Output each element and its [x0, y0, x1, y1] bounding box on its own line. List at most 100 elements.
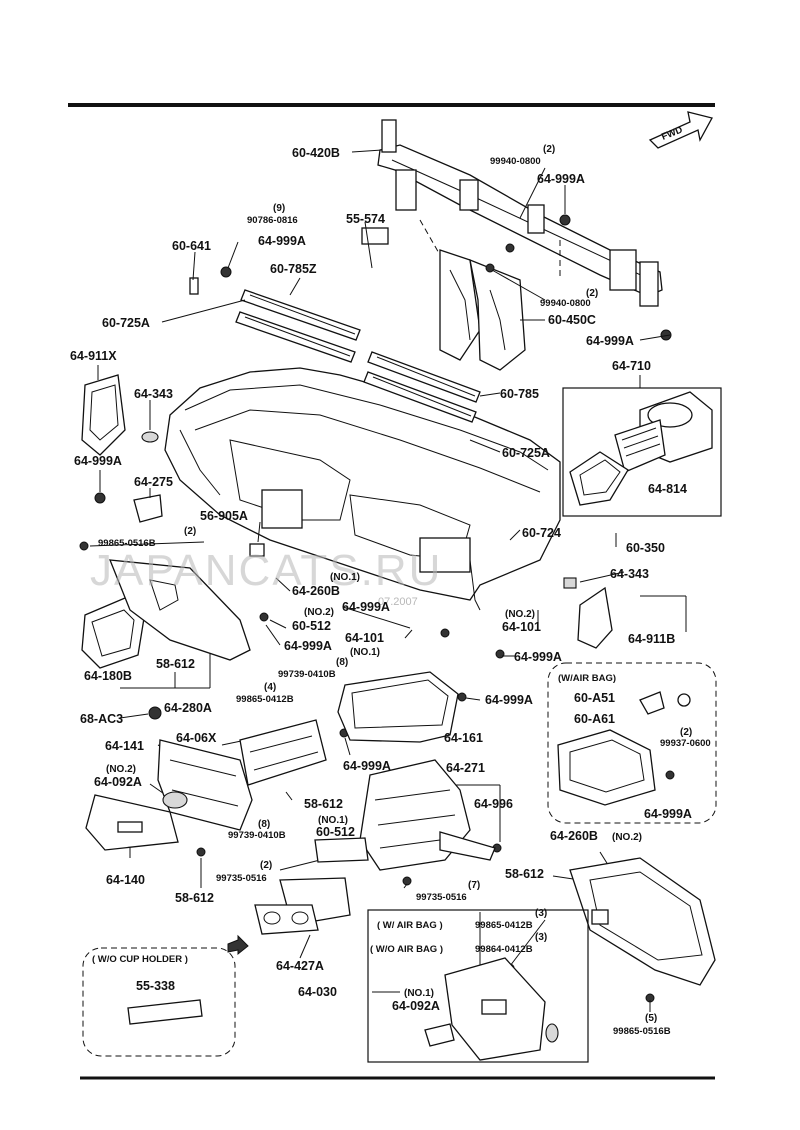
label-64-280A: 64-280A: [164, 701, 212, 715]
dash-frame-member: [377, 119, 663, 371]
label-58-612: 58-612: [505, 867, 544, 881]
label-64-101: 64-101: [502, 620, 541, 634]
side-cover-right: [563, 577, 613, 649]
airbag-without-label: ( W/O AIR BAG ): [370, 944, 443, 955]
qty-label: (5): [645, 1013, 657, 1024]
label-64-999A: 64-999A: [258, 234, 306, 248]
label-64-999A: 64-999A: [284, 639, 332, 653]
qty-label: (NO.2): [612, 832, 642, 843]
airbag-box-title: (W/AIR BAG): [558, 673, 616, 684]
label-99865-0412B: 99865-0412B: [236, 694, 294, 705]
label-60-450C: 60-450C: [548, 313, 596, 327]
cup-holder-box-title: ( W/O CUP HOLDER ): [92, 954, 188, 965]
glove-tray: [337, 671, 459, 743]
label-99735-0516: 99735-0516: [216, 873, 267, 884]
label-99739-0410B: 99739-0410B: [228, 830, 286, 841]
label-60-785Z: 60-785Z: [270, 262, 317, 276]
center-console: [239, 719, 496, 871]
fasteners: [79, 214, 675, 1003]
qty-label: (NO.2): [505, 609, 535, 620]
label-58-612: 58-612: [156, 657, 195, 671]
label-64-343: 64-343: [610, 567, 649, 581]
qty-label: (3): [535, 932, 547, 943]
label-64-271: 64-271: [446, 761, 485, 775]
vent-assembly-box: [562, 387, 722, 517]
qty-label: (2): [184, 526, 196, 537]
qty-label: (NO.2): [304, 607, 334, 618]
qty-label: (8): [258, 819, 270, 830]
label-55-574: 55-574: [346, 212, 385, 226]
qty-label: (9): [273, 203, 285, 214]
label-60-641: 60-641: [172, 239, 211, 253]
label-60-512: 60-512: [292, 619, 331, 633]
label-64-996: 64-996: [474, 797, 513, 811]
label-64-161: 64-161: [444, 731, 483, 745]
leader-lines: [89, 149, 671, 1012]
glove-lid-box: [367, 909, 589, 1063]
label-60-A61: 60-A61: [574, 712, 615, 726]
qty-label: (2): [260, 860, 272, 871]
label-58-612: 58-612: [304, 797, 343, 811]
label-60-420B: 60-420B: [292, 146, 340, 160]
label-64-710: 64-710: [612, 359, 651, 373]
label-64-999A: 64-999A: [514, 650, 562, 664]
label-64-911B: 64-911B: [628, 632, 675, 646]
label-99940-0800: 99940-0800: [490, 156, 541, 167]
label-99940-0800: 99940-0800: [540, 298, 591, 309]
airbag-option-box: [547, 662, 717, 824]
label-64-030: 64-030: [298, 985, 337, 999]
label-68-AC3: 68-AC3: [80, 712, 123, 726]
label-64-814: 64-814: [648, 482, 687, 496]
label-55-338: 55-338: [136, 979, 175, 993]
label-64-343: 64-343: [134, 387, 173, 401]
label-64-101: 64-101: [345, 631, 384, 645]
label-99865-0516B: 99865-0516B: [613, 1026, 671, 1037]
label-99735-0516: 99735-0516: [416, 892, 467, 903]
label-64-911X: 64-911X: [70, 349, 117, 363]
label-60-512: 60-512: [316, 825, 355, 839]
cup-holder: [227, 877, 351, 956]
label-99937-0600: 99937-0600: [660, 738, 711, 749]
side-cover-left: [81, 374, 159, 456]
label-99865-0516B: 99865-0516B: [98, 538, 156, 549]
label-64-999A: 64-999A: [485, 693, 533, 707]
qty-label: (2): [543, 144, 555, 155]
qty-label: (NO.1): [318, 815, 348, 826]
watermark-small: 07.2007: [378, 596, 418, 608]
label-64-092A: 64-092A: [392, 999, 440, 1013]
label-99865-0412B: 99865-0412B: [475, 920, 533, 931]
label-64-092A: 64-092A: [94, 775, 142, 789]
qty-label: (NO.2): [106, 764, 136, 775]
qty-label: (NO.1): [330, 572, 360, 583]
label-58-612: 58-612: [175, 891, 214, 905]
label-64-999A: 64-999A: [537, 172, 585, 186]
defroster-grilles: [235, 289, 481, 423]
glove-box-no2: [569, 857, 716, 986]
label-60-724: 60-724: [522, 526, 561, 540]
label-64-260B: 64-260B: [292, 584, 340, 598]
label-99739-0410B: 99739-0410B: [278, 669, 336, 680]
fwd-arrow-icon: FWD: [648, 111, 713, 149]
qty-label: (8): [336, 657, 348, 668]
qty-label: (2): [680, 727, 692, 738]
label-90786-0816: 90786-0816: [247, 215, 298, 226]
qty-label: (3): [535, 908, 547, 919]
qty-label: (4): [264, 682, 276, 693]
label-64-275: 64-275: [134, 475, 173, 489]
label-64-999A: 64-999A: [586, 334, 634, 348]
qty-label: (NO.1): [404, 988, 434, 999]
label-64-427A: 64-427A: [276, 959, 324, 973]
label-64-999A: 64-999A: [644, 807, 692, 821]
part-labels: 60-420B (2) 99940-0800 64-999A (9) 90786…: [70, 144, 711, 1037]
label-64-06X: 64-06X: [176, 731, 217, 745]
label-64-141: 64-141: [105, 739, 144, 753]
label-56-905A: 56-905A: [200, 509, 248, 523]
qty-label: (2): [586, 288, 598, 299]
label-60-350: 60-350: [626, 541, 665, 555]
label-60-725A: 60-725A: [102, 316, 150, 330]
label-99864-0412B: 99864-0412B: [475, 944, 533, 955]
airbag-with-label: ( W/ AIR BAG ): [377, 920, 443, 931]
qty-label: (7): [468, 880, 480, 891]
label-64-999A: 64-999A: [343, 759, 391, 773]
